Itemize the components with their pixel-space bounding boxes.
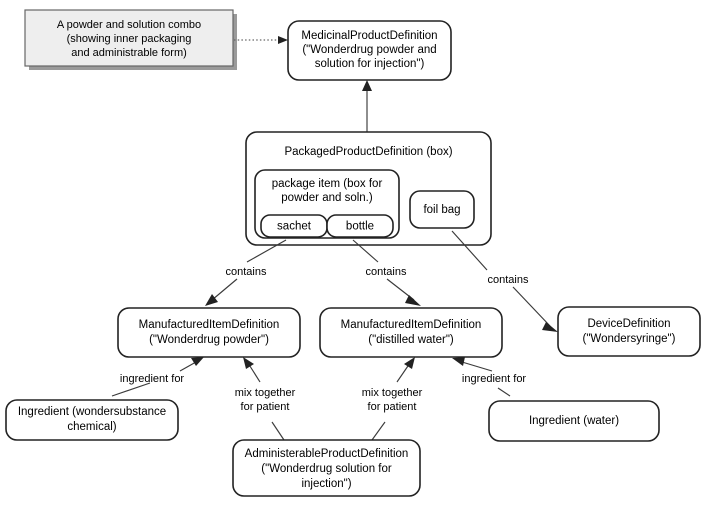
- node-bottle[interactable]: bottle: [326, 214, 394, 238]
- administerable-product-line-1: AdministerableProductDefinition: [245, 448, 409, 460]
- bottle-rect[interactable]: [326, 214, 394, 238]
- mix-water-arrowhead: [404, 357, 415, 369]
- connector-packaged-to-medicinal: [362, 80, 372, 132]
- mix-water-line-a: [371, 421, 386, 441]
- bottle-label: bottle: [346, 221, 374, 233]
- medicinal-product-line-2: ("Wonderdrug powder and: [302, 44, 436, 56]
- package-item-line-1: package item (box for: [272, 178, 383, 190]
- note-line-1: A powder and solution combo: [57, 19, 201, 31]
- foil-bag-label: foil bag: [423, 204, 460, 216]
- contains-sachet-arrowhead: [205, 294, 218, 306]
- foil-bag-rect[interactable]: [409, 190, 475, 229]
- edge-ingredient-for-chemical: ingredient for: [111, 357, 204, 397]
- mix-water-line-2: for patient: [368, 401, 417, 413]
- manufactured-powder-rect[interactable]: [117, 307, 301, 358]
- ingredient-water-label: ingredient for: [462, 373, 527, 385]
- mix-powder-arrowhead: [243, 357, 254, 369]
- sachet-label: sachet: [277, 221, 312, 233]
- note-connector-arrowhead: [278, 36, 288, 44]
- mix-water-line-1: mix together: [362, 387, 423, 399]
- contains-sachet-label: contains: [226, 266, 267, 278]
- medicinal-product-rect[interactable]: [287, 20, 452, 81]
- node-manufactured-item-powder[interactable]: ManufacturedItemDefinition ("Wonderdrug …: [117, 307, 301, 358]
- manufactured-water-line-1: ManufacturedItemDefinition: [341, 319, 482, 331]
- node-medicinal-product-definition[interactable]: MedicinalProductDefinition ("Wonderdrug …: [287, 20, 452, 81]
- medicinal-product-line-3: solution for injection"): [315, 58, 425, 70]
- administerable-product-rect[interactable]: [232, 439, 421, 497]
- edge-mix-powder: mix together for patient: [235, 357, 296, 441]
- node-ingredient-water[interactable]: Ingredient (water): [488, 400, 660, 442]
- edge-contains-bottle: contains: [352, 239, 421, 306]
- note-box: A powder and solution combo (showing inn…: [24, 9, 237, 70]
- ingredient-water-line-b: [461, 361, 493, 372]
- edge-mix-water: mix together for patient: [362, 357, 423, 441]
- administerable-product-line-3: injection"): [301, 478, 351, 490]
- mix-powder-line-1: mix together: [235, 387, 296, 399]
- administerable-product-line-2: ("Wonderdrug solution for: [261, 463, 392, 475]
- contains-foil-arrowhead: [542, 322, 558, 332]
- contains-bottle-arrowhead: [405, 295, 421, 306]
- contains-sachet-line-a: [246, 239, 287, 263]
- mix-powder-line-a: [271, 421, 285, 441]
- ingredient-chemical-line-a: [111, 382, 151, 397]
- edge-contains-foil-bag: contains: [451, 230, 558, 332]
- medicinal-product-line-1: MedicinalProductDefinition: [301, 30, 437, 42]
- node-administerable-product-definition[interactable]: AdministerableProductDefinition ("Wonder…: [232, 439, 421, 497]
- contains-bottle-label: contains: [366, 266, 407, 278]
- ingredient-water-arrowhead: [452, 357, 465, 366]
- node-foil-bag[interactable]: foil bag: [409, 190, 475, 229]
- node-device-definition[interactable]: DeviceDefinition ("Wondersyringe"): [557, 306, 701, 357]
- manufactured-water-rect[interactable]: [319, 307, 503, 358]
- note-line-3: and administrable form): [71, 47, 187, 59]
- packaged-product-label: PackagedProductDefinition (box): [284, 146, 452, 158]
- mix-powder-line-2: for patient: [241, 401, 290, 413]
- manufactured-powder-line-2: ("Wonderdrug powder"): [149, 334, 269, 346]
- ingredient-chemical-arrowhead: [191, 357, 204, 366]
- packaged-medicinal-arrowhead: [362, 80, 372, 91]
- node-sachet[interactable]: sachet: [260, 214, 328, 238]
- contains-foil-line-a: [451, 230, 488, 271]
- ingredient-chemical-line-1: Ingredient (wondersubstance: [18, 406, 166, 418]
- contains-bottle-line-a: [352, 239, 379, 263]
- contains-foil-label: contains: [488, 274, 529, 286]
- device-definition-line-2: ("Wondersyringe"): [583, 333, 676, 345]
- ingredient-water-line-a: [497, 387, 511, 397]
- ingredient-chemical-label: ingredient for: [120, 373, 185, 385]
- connector-note-to-medicinal-product: [234, 36, 288, 44]
- ingredient-chemical-line-b: [179, 361, 197, 372]
- ingredient-water-line-1: Ingredient (water): [529, 415, 619, 427]
- note-line-2: (showing inner packaging: [67, 33, 192, 45]
- ingredient-chemical-line-2: chemical): [67, 421, 116, 433]
- edge-ingredient-for-water: ingredient for: [452, 357, 527, 397]
- contains-foil-line-b: [512, 286, 551, 327]
- ingredient-water-rect[interactable]: [488, 400, 660, 442]
- device-definition-rect[interactable]: [557, 306, 701, 357]
- node-ingredient-chemical[interactable]: Ingredient (wondersubstance chemical): [5, 399, 179, 441]
- node-package-item[interactable]: package item (box for powder and soln.) …: [254, 169, 400, 239]
- manufactured-powder-line-1: ManufacturedItemDefinition: [139, 319, 280, 331]
- device-definition-line-1: DeviceDefinition: [587, 318, 670, 330]
- contains-sachet-line-b: [211, 278, 238, 301]
- manufactured-water-line-2: ("distilled water"): [368, 334, 454, 346]
- ingredient-chemical-rect[interactable]: [5, 399, 179, 441]
- edge-contains-sachet: contains: [205, 239, 287, 306]
- node-manufactured-item-water[interactable]: ManufacturedItemDefinition ("distilled w…: [319, 307, 503, 358]
- package-item-line-2: powder and soln.): [281, 192, 373, 204]
- node-packaged-product-definition[interactable]: PackagedProductDefinition (box) package …: [245, 131, 492, 246]
- note-box-rect: [24, 9, 234, 67]
